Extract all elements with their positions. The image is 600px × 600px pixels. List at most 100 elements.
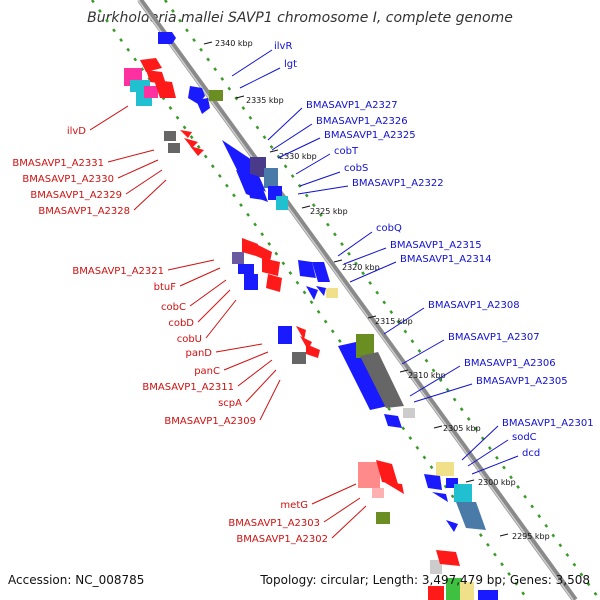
gene-label[interactable]: cobT	[334, 146, 359, 157]
gene-label[interactable]: BMASAVP1_A2315	[390, 240, 482, 251]
gene-label[interactable]: BMASAVP1_A2305	[476, 376, 568, 387]
gene-feature[interactable]	[446, 478, 458, 488]
gene-feature[interactable]	[264, 168, 278, 188]
gene-feature[interactable]	[266, 274, 282, 292]
right-labels: ilvR lgt BMASAVP1_A2327 BMASAVP1_A2326 B…	[274, 41, 594, 459]
gene-label[interactable]: BMASAVP1_A2302	[236, 534, 328, 545]
gene-feature[interactable]	[436, 462, 454, 476]
gene-label[interactable]: BMASAVP1_A2311	[142, 382, 234, 393]
gene-feature[interactable]	[144, 86, 158, 98]
accession-text: Accession: NC_008785	[8, 573, 145, 587]
gene-feature[interactable]	[238, 264, 254, 274]
gene-label[interactable]: sodC	[512, 432, 537, 443]
gene-feature[interactable]	[356, 334, 374, 358]
left-leaders	[89, 105, 367, 539]
gene-feature[interactable]	[454, 484, 472, 502]
gene-label[interactable]: BMASAVP1_A2328	[38, 206, 130, 217]
gene-feature[interactable]	[372, 488, 384, 498]
gene-label[interactable]: BMASAVP1_A2329	[30, 190, 122, 201]
gene-feature[interactable]	[376, 460, 398, 484]
gene-feature[interactable]	[248, 186, 264, 200]
gene-label[interactable]: BMASAVP1_A2326	[316, 116, 408, 127]
gene-label[interactable]: BMASAVP1_A2321	[72, 266, 164, 277]
gene-feature[interactable]	[403, 408, 415, 418]
tick-label: 2325 kbp	[310, 207, 348, 216]
gene-feature[interactable]	[158, 32, 176, 44]
gene-label[interactable]: BMASAVP1_A2308	[428, 300, 520, 311]
gene-feature[interactable]	[190, 146, 204, 156]
gene-feature[interactable]	[184, 138, 198, 148]
gene-feature[interactable]	[424, 474, 442, 490]
genome-summary-text: Topology: circular; Length: 3,497,479 bp…	[260, 573, 590, 587]
gene-feature[interactable]	[460, 582, 474, 600]
gene-label[interactable]: BMASAVP1_A2307	[448, 332, 540, 343]
gene-feature[interactable]	[478, 590, 498, 600]
gene-label[interactable]: ilvD	[67, 126, 86, 137]
gene-feature[interactable]	[360, 352, 404, 408]
gene-feature[interactable]	[312, 262, 330, 282]
gene-label[interactable]: BMASAVP1_A2322	[352, 178, 444, 189]
gene-feature[interactable]	[446, 578, 462, 600]
gene-feature[interactable]	[168, 143, 180, 153]
gene-label[interactable]: BMASAVP1_A2331	[12, 158, 104, 169]
gene-feature[interactable]	[256, 244, 272, 262]
gene-feature[interactable]	[456, 502, 486, 530]
gene-feature[interactable]	[358, 462, 380, 488]
gene-feature[interactable]	[296, 326, 306, 340]
gene-feature[interactable]	[292, 352, 306, 364]
gene-feature[interactable]	[242, 238, 258, 256]
gene-feature[interactable]	[140, 58, 162, 72]
gene-feature[interactable]	[196, 98, 210, 114]
gene-feature[interactable]	[262, 258, 280, 276]
gene-feature[interactable]	[316, 286, 326, 296]
gene-feature[interactable]	[326, 288, 338, 298]
gene-label[interactable]: metG	[280, 500, 308, 511]
gene-label[interactable]: btuF	[154, 282, 177, 293]
gene-label[interactable]: BMASAVP1_A2314	[400, 254, 492, 265]
gene-feature[interactable]	[430, 560, 442, 574]
gene-label[interactable]: BMASAVP1_A2303	[228, 518, 320, 529]
gene-label[interactable]: BMASAVP1_A2330	[22, 174, 114, 185]
gene-label[interactable]: BMASAVP1_A2325	[324, 130, 416, 141]
gene-feature[interactable]	[306, 286, 318, 300]
gene-label[interactable]: BMASAVP1_A2301	[502, 418, 594, 429]
gene-label[interactable]: BMASAVP1_A2306	[464, 358, 556, 369]
gene-feature[interactable]	[180, 130, 192, 138]
gene-label[interactable]: cobD	[168, 318, 194, 329]
gene-feature[interactable]	[446, 520, 458, 532]
gene-label[interactable]: lgt	[284, 59, 297, 70]
reverse-genes	[124, 58, 474, 600]
gene-feature[interactable]	[384, 414, 402, 428]
gene-label[interactable]: BMASAVP1_A2309	[164, 416, 256, 427]
gene-label[interactable]: panD	[185, 348, 212, 359]
gene-feature[interactable]	[164, 131, 176, 141]
gene-feature[interactable]	[298, 260, 316, 278]
gene-feature[interactable]	[244, 274, 258, 290]
gene-feature[interactable]	[146, 70, 166, 84]
gene-feature[interactable]	[436, 550, 460, 566]
gene-feature[interactable]	[232, 252, 244, 264]
gene-label[interactable]: dcd	[522, 448, 540, 459]
gene-label[interactable]: cobS	[344, 163, 368, 174]
gene-feature[interactable]	[250, 157, 266, 177]
tick-label: 2295 kbp	[512, 532, 550, 541]
gene-label[interactable]: scpA	[218, 398, 242, 409]
gene-feature[interactable]	[276, 196, 288, 210]
gene-label[interactable]: cobU	[177, 334, 202, 345]
gene-feature[interactable]	[432, 492, 448, 502]
gene-label[interactable]: panC	[194, 366, 220, 377]
gene-feature[interactable]	[278, 326, 292, 344]
gene-feature[interactable]	[154, 80, 176, 98]
gene-feature[interactable]	[376, 512, 390, 524]
gene-feature[interactable]	[384, 482, 404, 494]
gene-label[interactable]: cobQ	[376, 223, 402, 234]
forward-genes	[158, 32, 498, 600]
gene-feature[interactable]	[209, 90, 223, 101]
gene-label[interactable]: BMASAVP1_A2327	[306, 100, 398, 111]
gene-feature[interactable]	[338, 342, 388, 410]
gene-feature[interactable]	[428, 586, 444, 600]
gene-label[interactable]: ilvR	[274, 41, 292, 52]
gene-feature[interactable]	[306, 344, 320, 358]
gene-label[interactable]: cobC	[161, 302, 186, 313]
